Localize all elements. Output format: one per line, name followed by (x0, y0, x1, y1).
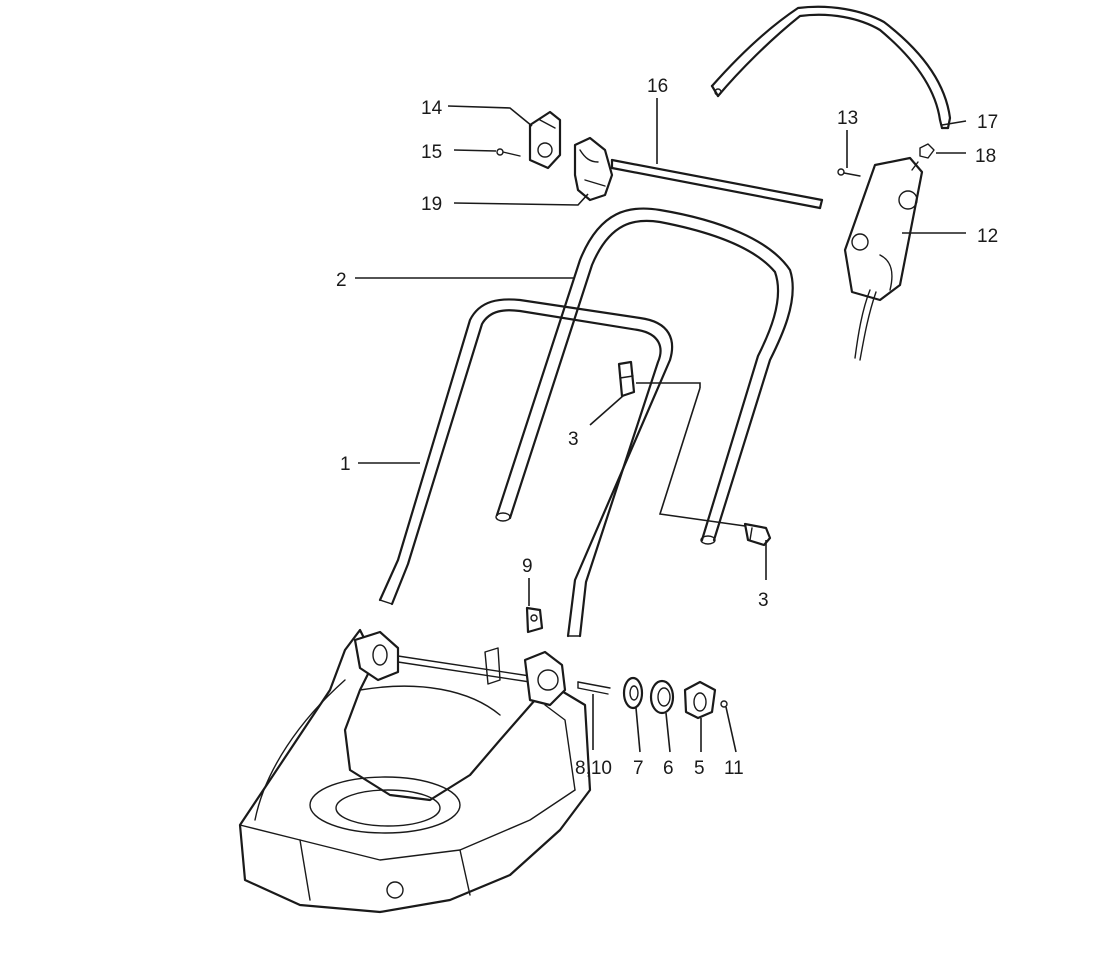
part-7-washer (622, 676, 644, 710)
leader-14 (447, 105, 533, 127)
callout-2: 2 (336, 270, 347, 291)
mower-deck (238, 628, 592, 914)
part-15-screw (496, 148, 521, 157)
part-1-lower-handle (378, 298, 674, 638)
part-16-rod (610, 158, 824, 210)
leader-3-upper (589, 394, 625, 426)
callout-3-lower: 3 (758, 590, 769, 611)
part-18-nut (919, 143, 935, 159)
part-5-wheel-nut (683, 680, 717, 720)
callout-17: 17 (977, 112, 998, 133)
callout-14: 14 (421, 98, 443, 119)
callout-18: 18 (975, 146, 996, 167)
callout-1: 1 (340, 454, 351, 475)
callout-6: 6 (663, 758, 674, 779)
part-6-bearing (649, 679, 675, 715)
leader-7 (635, 707, 641, 753)
part-2-upper-handle (495, 207, 794, 545)
callout-8-10: 8,10 (575, 758, 612, 779)
leader-19 (453, 193, 589, 206)
leader-11 (725, 706, 737, 753)
leader-15 (453, 149, 497, 152)
callout-19: 19 (421, 194, 442, 215)
callout-11: 11 (724, 758, 744, 779)
callout-labels: 14 15 19 16 13 17 18 12 2 1 3 3 9 8,10 7… (336, 76, 998, 779)
part-17-handle-bar (710, 5, 952, 130)
part-11-small-washer (720, 700, 728, 708)
leader-17 (941, 120, 967, 126)
callout-7: 7 (633, 758, 644, 779)
leader-6 (665, 712, 671, 753)
part-14-clamp (528, 110, 562, 170)
part-13-screw (837, 168, 861, 177)
callout-3-upper: 3 (568, 429, 579, 450)
callout-16: 16 (647, 76, 668, 97)
callout-9: 9 (522, 556, 533, 577)
part-3-bolt-lower (743, 522, 772, 547)
callout-5: 5 (694, 758, 705, 779)
callout-15: 15 (421, 142, 442, 163)
part-19-bracket (573, 136, 614, 202)
callout-13: 13 (837, 108, 858, 129)
part-9-clip (525, 606, 544, 634)
leader-lines (355, 98, 967, 753)
callout-12: 12 (977, 226, 998, 247)
part-12-switch-housing (843, 156, 924, 361)
part-3-bolt-upper (617, 360, 636, 398)
leader-3-connector (636, 382, 746, 527)
part-8-10-pin (577, 681, 611, 695)
